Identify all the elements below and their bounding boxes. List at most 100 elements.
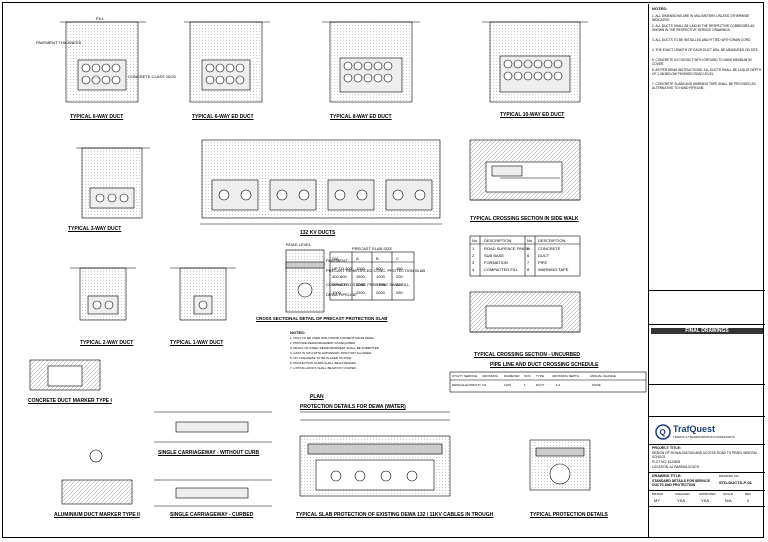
slab-protection-detail <box>299 411 451 497</box>
caption-carriageway-no-curb: SINGLE CARRIAGEWAY - WITHOUT CURB <box>158 450 260 456</box>
schedule-header: UTILITY SERVICE <box>452 374 478 378</box>
slab-table-cell: 400-600 <box>332 274 347 279</box>
schedule-cell: DUCT <box>536 383 545 387</box>
crossing-table-header: DESCRIPTION <box>538 238 566 243</box>
slab-note: 5. NO CONCRETE TO BE PLACED ON PIPE. <box>290 356 352 360</box>
slab-note: 6. PROTECTION SLABS SHALL BE EXTENDED. <box>290 361 357 365</box>
title-block: NOTES: 1. ALL DIMENSIONS ARE IN MILLIMET… <box>648 4 765 538</box>
scale-value: N/A <box>725 498 732 503</box>
one-way-duct-detail <box>170 267 236 321</box>
crossing-uncurbed-detail <box>469 291 581 333</box>
slab-table-cell: 1000 <box>332 290 341 295</box>
note-item: 4. THE EXACT LENGTH OF EACH DUCT WILL BE… <box>652 48 759 52</box>
svg-text:Q: Q <box>660 428 666 437</box>
schedule-cell: CH <box>482 383 487 387</box>
caption-three-way-duct: TYPICAL 3-WAY DUCT <box>68 226 122 232</box>
crossing-table-cell: 7 <box>527 260 530 265</box>
label-precast-slab: PRECAST REINFORCED CONC. PROTECTION SLAB <box>326 268 426 273</box>
crossing-table-header: No <box>472 238 478 243</box>
trafquest-logo-icon: Q <box>655 424 671 440</box>
slab-table-header-dia: DIA <box>332 256 339 261</box>
plot-number: PLOT NO: 6124505 <box>652 460 681 464</box>
schedule-cell: 1 <box>524 383 526 387</box>
drawing-title-label: DRAWING TITLE: <box>652 474 682 478</box>
title-divider <box>649 472 765 473</box>
slab-table-header-c: C <box>396 256 399 261</box>
slab-table-header-a: A <box>356 256 359 261</box>
final-drawings-banner: FINAL DRAWINGS <box>651 328 763 334</box>
crossing-table-cell: SUB BASE <box>484 253 505 258</box>
slab-table-cell: 250 <box>396 290 403 295</box>
two-way-duct-detail <box>70 267 136 321</box>
schedule-cell: NONE <box>592 383 601 387</box>
crossing-description-table-grid <box>469 235 581 277</box>
drawing-no-label: DRAWING NO. <box>719 474 740 478</box>
company-name: TrafQuest <box>673 424 716 434</box>
slab-table-cell: 150 <box>396 266 403 271</box>
label-concrete-class: CONCRETE CLASS 20/20 <box>128 74 176 79</box>
label-pavement-thickness: PAVEMENT THICKNESS <box>36 40 82 45</box>
slab-table-cell: 1000 <box>376 274 385 279</box>
caption-six-way-duct: TYPICAL 6-WAY DUCT <box>70 114 124 120</box>
kv132-ducts-detail <box>200 139 442 225</box>
crossing-table-cell: 8 <box>527 267 530 272</box>
carriageway-curbed-plan <box>154 479 272 507</box>
slab-notes-heading: NOTES: <box>290 330 306 335</box>
caption-carriageway-curbed: SINGLE CARRIAGEWAY - CURBED <box>170 512 254 518</box>
schedule-header: NOS <box>524 374 531 378</box>
schedule-cell: DEWA ELECTRICITY <box>452 383 482 387</box>
slab-note: 4. CAST IN SITU WITH EXPANSION JOINT NOT… <box>290 351 373 355</box>
notes-heading: NOTES: <box>652 6 668 11</box>
eight-way-ed-duct-detail <box>322 21 420 103</box>
checked-value: YSA <box>677 498 686 503</box>
approved-label: APPROVED <box>699 492 716 496</box>
schedule-header: TYPE <box>536 374 544 378</box>
slab-note: 2. PROVIDE REINFORCEMENT AS REQUIRED. <box>290 341 356 345</box>
title-divider <box>649 324 765 325</box>
slab-table-cell: UP TO 300 <box>332 266 352 271</box>
ten-way-ed-duct-detail <box>482 21 588 103</box>
slab-table-header-b: B <box>376 256 379 261</box>
scale-label: SCALE <box>723 492 733 496</box>
caption-six-way-ed-duct: TYPICAL 6-WAY ED DUCT <box>192 114 254 120</box>
company-subtitle: TRAFFIC & TRANSPORTATION CONSULTANTS <box>673 435 735 439</box>
note-item: 2. ALL DUCTS SHALL BE LAID IN THE RESPEC… <box>652 24 755 32</box>
crossing-table-header: No <box>527 238 533 243</box>
caption-two-way-duct: TYPICAL 2-WAY DUCT <box>80 340 134 346</box>
caption-marker-1: CONCRETE DUCT MARKER TYPE I <box>28 398 112 404</box>
crossing-table-cell: 6 <box>527 253 530 258</box>
three-way-duct-detail <box>76 147 150 219</box>
caption-one-way-duct: TYPICAL 1-WAY DUCT <box>170 340 224 346</box>
slab-table-cell: 200 <box>396 282 403 287</box>
title-divider <box>649 506 765 507</box>
slab-table-cell: 1000 <box>356 266 365 271</box>
title-divider <box>649 490 765 491</box>
note-item: 1. ALL DIMENSIONS ARE IN MILLIMETERS UNL… <box>652 14 750 22</box>
crossing-table-cell: DUCT <box>538 253 550 258</box>
note-item: 5. CONCRETE IN CONTACT WITH GROUND TO HA… <box>652 58 752 66</box>
label-compacted-fill: COMPACTED STONE FREE FINE SAND FILL <box>326 282 410 287</box>
note-item: 6. AS PER DEWA INSTRUCTIONS, ALL DUCTS S… <box>652 68 762 76</box>
slab-table-cell: 600 <box>376 266 383 271</box>
slab-table-cell: 2000 <box>356 282 365 287</box>
schedule-header: CROSSING DEPTH <box>552 374 580 378</box>
crossing-table-cell: WARNING TAPE <box>538 267 569 272</box>
label-dewa-pipe: DEWA PIPELINE <box>326 292 357 297</box>
crossing-table-cell: COMPACTED FILL <box>484 267 519 272</box>
crossing-table-cell: ROAD SURFACE FINISH <box>484 246 530 251</box>
schedule-header: ANNUAL CHANGE <box>590 374 616 378</box>
cross-sectional-slab-detail <box>285 249 325 313</box>
drawing-number: STD-DUCTS-P-01 <box>719 480 752 485</box>
title-divider <box>649 290 765 291</box>
slab-table-cell: 1500 <box>376 282 385 287</box>
note-item: 3. ALL DUCTS TO BE INSTALLED AND FITTED … <box>652 38 752 42</box>
caption-ten-way-ed-duct: TYPICAL 10-WAY ED DUCT <box>500 112 565 118</box>
location: LOCATION: AL BARSHA SOUTH <box>652 465 700 469</box>
slab-table-cell: 700-900 <box>332 282 347 287</box>
caption-protection-details: TYPICAL PROTECTION DETAILS <box>530 512 608 518</box>
caption-plan: PLAN <box>310 394 324 400</box>
slab-table-cell: 2000 <box>376 290 385 295</box>
slab-note: 3. DETAIL OF STEEL REINFORCEMENT SHALL B… <box>290 346 380 350</box>
